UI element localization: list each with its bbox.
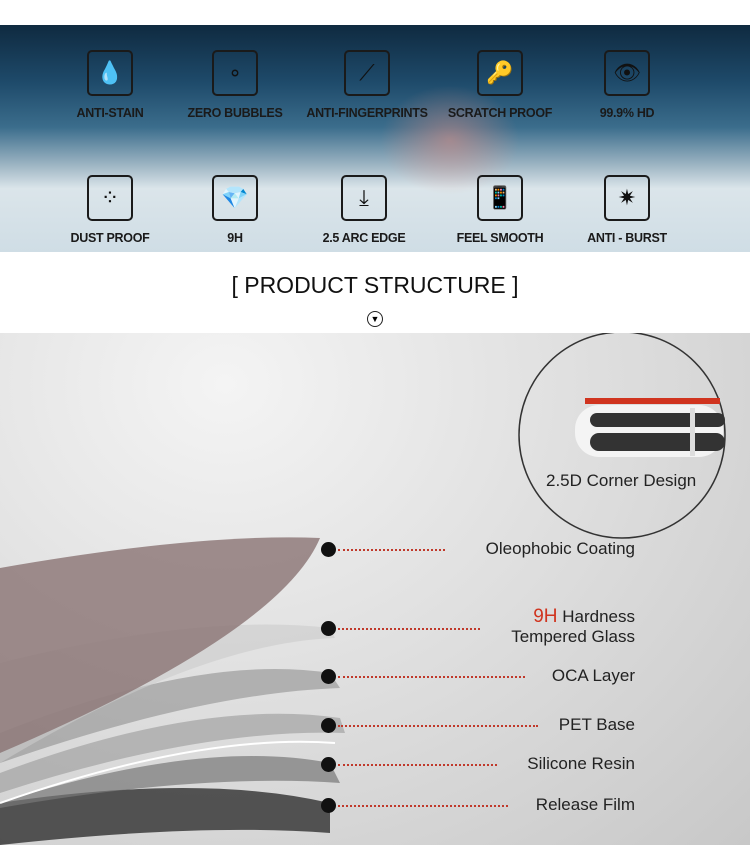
- feature-label: 99.9% HD: [599, 106, 655, 120]
- layer-label: PET Base: [558, 715, 635, 734]
- feature-item: ∘ ZERO BUBBLES: [170, 50, 300, 120]
- cracked-glass-icon: ✷: [604, 175, 650, 221]
- leader-line: [338, 805, 508, 807]
- layer-dot: [321, 621, 336, 636]
- no-bubbles-icon: ∘: [212, 50, 258, 96]
- arc-edge-icon: ⤓: [341, 175, 387, 221]
- feature-item: ⟋ ANTI-FINGERPRINTS: [302, 50, 432, 120]
- feature-label: FEEL SMOOTH: [456, 231, 544, 245]
- layer-silicone: [0, 756, 340, 808]
- layer-label: Oleophobic Coating: [485, 539, 635, 558]
- eye-icon: 👁: [604, 50, 650, 96]
- layer-oca: [0, 669, 340, 763]
- feature-item: 📱 FEEL SMOOTH: [435, 175, 565, 245]
- no-drop-icon: 💧: [87, 50, 133, 96]
- layer-release-film: [0, 788, 330, 845]
- feature-label: ANTI-FINGERPRINTS: [306, 106, 428, 120]
- feature-item: ✷ ANTI - BURST: [562, 175, 692, 245]
- feature-item: 👁 99.9% HD: [562, 50, 692, 120]
- key-icon: 🔑: [477, 50, 523, 96]
- feature-item: ⤓ 2.5 ARC EDGE: [299, 175, 429, 245]
- leader-line: [338, 725, 538, 727]
- features-banner: [0, 25, 750, 252]
- no-fingerprint-icon: ⟋: [344, 50, 390, 96]
- layer-label: OCA Layer: [551, 666, 635, 685]
- layer-dot: [321, 669, 336, 684]
- feature-label: 2.5 ARC EDGE: [322, 231, 406, 245]
- layer-pet: [0, 713, 345, 793]
- feature-item: 🔑 SCRATCH PROOF: [435, 50, 565, 120]
- section-title: [ PRODUCT STRUCTURE ]: [231, 272, 519, 298]
- layers-illustration: [0, 333, 726, 845]
- feature-label: 9H: [227, 231, 243, 245]
- leader-line: [338, 676, 525, 678]
- phone-touch-icon: 📱: [477, 175, 523, 221]
- feature-label: SCRATCH PROOF: [447, 106, 553, 120]
- layer-dot: [321, 542, 336, 557]
- feature-label: ZERO BUBBLES: [187, 106, 283, 120]
- layer-dot: [321, 798, 336, 813]
- feature-label: DUST PROOF: [70, 231, 150, 245]
- feature-item: ⁘ DUST PROOF: [45, 175, 175, 245]
- no-dust-icon: ⁘: [87, 175, 133, 221]
- feature-label: ANTI-STAIN: [76, 106, 144, 120]
- leader-line: [338, 628, 480, 630]
- corner-design-label: 2.5D Corner Design: [546, 471, 697, 490]
- layer-dot: [321, 718, 336, 733]
- layer-oleophobic: [0, 537, 320, 753]
- layer-label: Release Film: [535, 795, 635, 814]
- layer-label: Silicone Resin: [527, 754, 635, 773]
- leader-line: [338, 549, 445, 551]
- feature-item: 💧 ANTI-STAIN: [45, 50, 175, 120]
- leader-line: [338, 764, 497, 766]
- diamond-icon: 💎: [212, 175, 258, 221]
- chevron-down-icon: ▼: [367, 311, 383, 327]
- feature-item: 💎 9H: [170, 175, 300, 245]
- product-structure-diagram: 2.5D Corner Design Oleophobic Coating 9H …: [0, 333, 750, 845]
- feature-label: ANTI - BURST: [587, 231, 667, 245]
- corner-detail-circle: [518, 333, 726, 539]
- layer-dot: [321, 757, 336, 772]
